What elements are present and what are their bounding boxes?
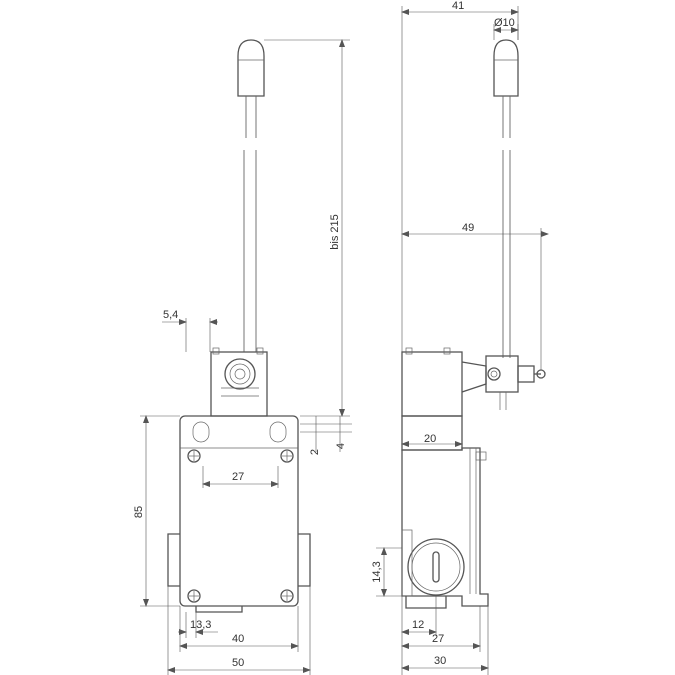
dim-lever-reach: 49 <box>462 222 474 234</box>
dim-two: 2 <box>309 449 321 455</box>
dim-height: 85 <box>133 506 145 518</box>
dim-depth: 30 <box>434 655 446 667</box>
side-head <box>401 351 463 417</box>
dim-width: 50 <box>232 657 244 669</box>
side-dial <box>407 538 465 596</box>
dim-bottom-spacing: 13,3 <box>190 619 211 631</box>
front-view <box>167 39 311 613</box>
front-lever-tip <box>237 39 265 97</box>
dim-diameter: Ø10 <box>494 17 515 29</box>
dim-hole-spacing-top: 27 <box>232 471 244 483</box>
side-lever-tip <box>493 39 519 97</box>
side-dimensions: 41 Ø10 49 20 14,3 12 27 30 <box>371 0 549 675</box>
front-body <box>179 415 299 607</box>
dim-lever-offset: 5,4 <box>163 309 178 321</box>
side-view <box>401 39 546 609</box>
dim-height-low: 14,3 <box>371 561 383 582</box>
dim-top-width: 41 <box>452 0 464 12</box>
dim-lever-length: bis 215 <box>329 214 341 249</box>
front-dimensions: bis 215 5,4 2 4 27 85 13,3 40 <box>133 39 352 675</box>
dim-four: 4 <box>335 443 347 449</box>
dim-depth-inner: 27 <box>432 633 444 645</box>
dim-neck: 20 <box>424 433 436 445</box>
dim-hole-spacing-bottom: 40 <box>232 633 244 645</box>
side-body <box>401 447 489 607</box>
dim-bottom-offset: 12 <box>412 619 424 631</box>
